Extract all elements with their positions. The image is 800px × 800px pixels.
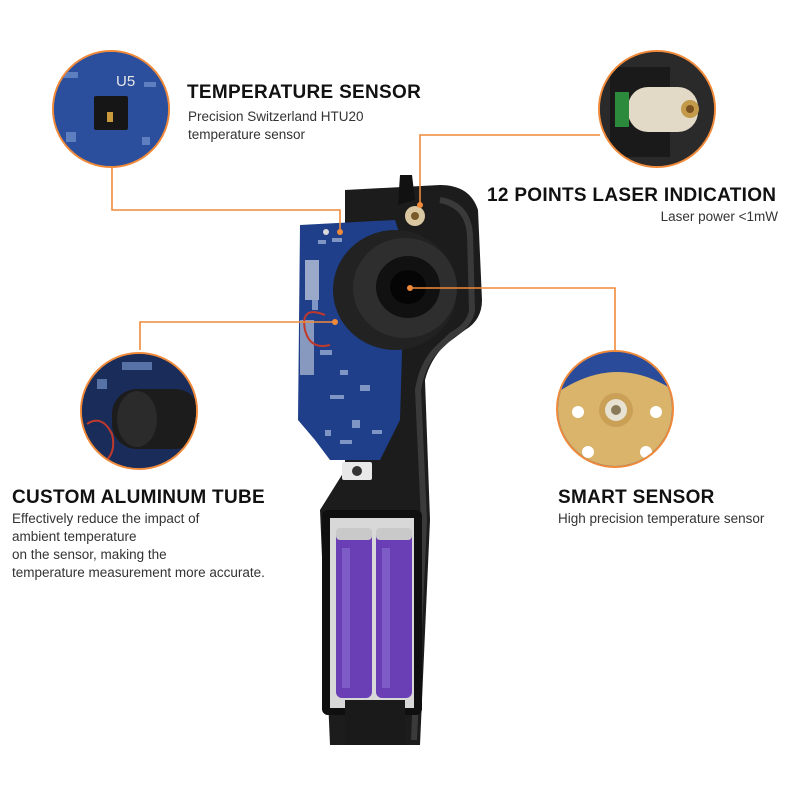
laser-desc: Laser power <1mW [661, 208, 778, 226]
laser-closeup [598, 50, 716, 168]
aluminum-tube-desc-line: ambient temperature [12, 529, 137, 544]
aluminum-tube-title: CUSTOM ALUMINUM TUBE [12, 487, 265, 508]
laser-desc-line: Laser power <1mW [660, 209, 778, 224]
temperature-sensor-closeup: U5 [52, 50, 170, 168]
smart-sensor-title: SMART SENSOR [558, 487, 715, 508]
battery-left [336, 528, 372, 698]
smart-sensor-closeup [556, 350, 674, 468]
temperature-sensor-title: TEMPERATURE SENSOR [187, 82, 422, 103]
aluminum-tube-desc-line: on the sensor, making the [12, 547, 167, 562]
laser-title: 12 POINTS LASER INDICATION [487, 185, 777, 206]
grip-edge [411, 197, 476, 741]
aluminum-tube-desc: Effectively reduce the impact of ambient… [12, 510, 265, 582]
battery-right [376, 528, 412, 698]
temperature-sensor-desc-line: Precision Switzerland HTU20 [188, 109, 364, 124]
smart-sensor-desc-line: High precision temperature sensor [558, 511, 765, 526]
smart-sensor-desc: High precision temperature sensor [558, 510, 764, 528]
aluminum-tube-desc-line: temperature measurement more accurate. [12, 565, 265, 580]
aluminum-tube-closeup [80, 352, 198, 470]
aluminum-tube-desc-line: Effectively reduce the impact of [12, 511, 200, 526]
chip-label: U5 [116, 73, 135, 90]
aluminum-tube [333, 230, 457, 350]
temperature-sensor-desc: Precision Switzerland HTU20 temperature … [188, 108, 364, 144]
temperature-sensor-desc-line: temperature sensor [188, 127, 306, 142]
